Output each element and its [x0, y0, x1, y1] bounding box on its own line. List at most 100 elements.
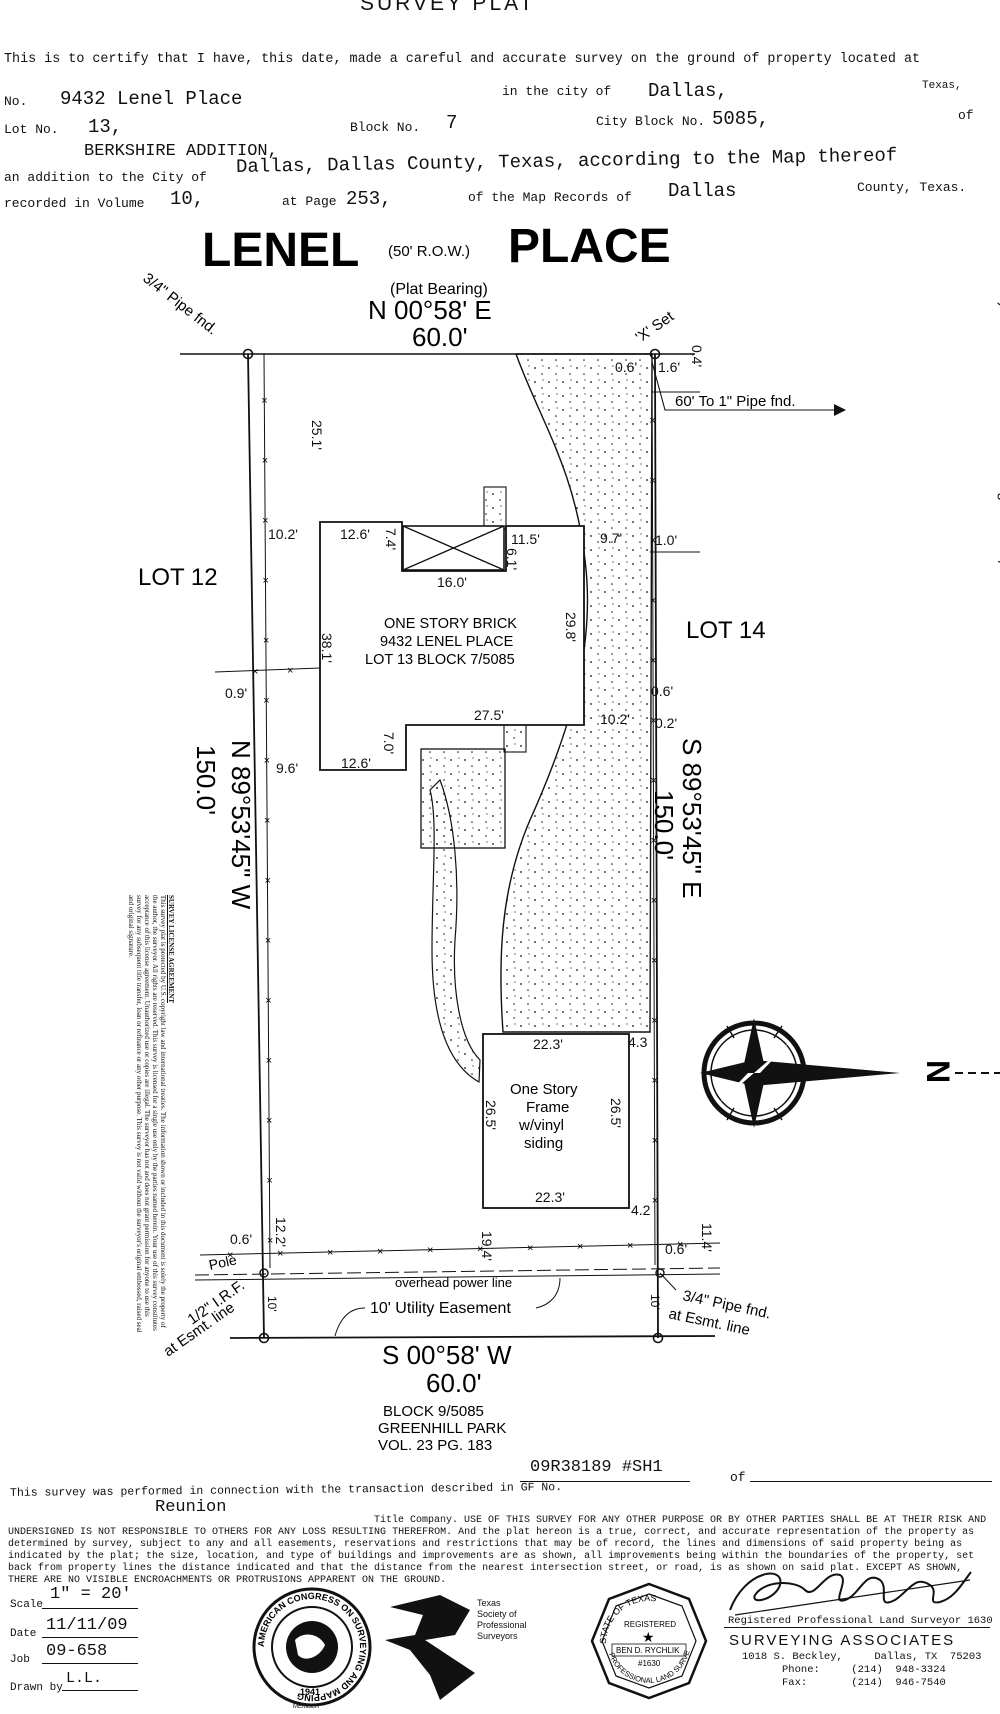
dim-9-6: 9.6' — [276, 760, 298, 776]
fence-x-mark: × — [651, 895, 657, 907]
fence-x-mark: × — [264, 815, 270, 827]
south-property-line — [229, 1335, 716, 1339]
east-property-line — [654, 353, 659, 1339]
dim-27-5: 27.5' — [474, 707, 504, 723]
fence-x-mark: × — [266, 1175, 272, 1187]
house-label-1: ONE STORY BRICK — [384, 616, 517, 632]
dimension-labels: 25.1' 10.2' 12.6' 7.4' 16.0' 6.1' 11.5' … — [225, 345, 715, 1312]
fence-x-mark: × — [263, 635, 269, 647]
fence-x-mark: × — [651, 955, 657, 967]
fence-x-mark: × — [377, 1246, 383, 1258]
disclaimer-text: Title Company. USE OF THIS SURVEY FOR AN… — [8, 1515, 987, 1586]
north-letter: N — [920, 1060, 956, 1083]
drawn-label: Drawn by — [10, 1682, 63, 1694]
garage-label-1: One Story — [510, 1081, 578, 1098]
block-value: 7 — [446, 112, 458, 134]
seal2-name: BEN D. RYCHLIK — [616, 1646, 680, 1655]
north-bearing: N 00°58' E — [368, 295, 492, 325]
pole-marker — [259, 1268, 269, 1278]
seal1-year: 1941 — [300, 1687, 320, 1697]
acsm-seal-icon: AMERICAN CONGRESS ON SURVEYING AND MAPPI… — [252, 1587, 372, 1707]
dim-11-4: 11.4' — [699, 1223, 715, 1252]
addition-line-label: an addition to the City of — [4, 170, 207, 185]
rear-steps — [503, 723, 527, 753]
seal2-number: #1630 — [638, 1659, 661, 1668]
surveyor-signature — [729, 1571, 972, 1616]
address-value: 9432 Lenel Place — [60, 88, 243, 110]
dim-25-1: 25.1' — [309, 420, 325, 450]
west-property-line — [247, 353, 265, 1339]
city-value: Dallas, — [648, 80, 728, 102]
south-distance: 60.0' — [426, 1368, 482, 1398]
dim-10-2-north: 10.2' — [268, 526, 298, 542]
garage-label-2: Frame — [526, 1099, 569, 1116]
dim-26-5-east: 26.5' — [608, 1098, 624, 1128]
scale-label: Scale — [10, 1599, 44, 1611]
fence-x-mark: × — [287, 665, 293, 677]
garage-outline — [482, 1033, 630, 1209]
lot-value: 13, — [88, 116, 123, 138]
dim-0-6-north: 0.6' — [615, 359, 637, 375]
of-underline — [750, 1481, 992, 1482]
tsps-logo-icon — [385, 1595, 475, 1700]
in-city-label: in the city of — [502, 84, 612, 99]
overhead-power-line — [194, 1267, 721, 1276]
fence-x-mark: × — [677, 1239, 683, 1251]
easement-label: 10' Utility Easement — [370, 1300, 511, 1317]
title-company-value: Reunion — [155, 1498, 227, 1517]
dim-26-5-west: 26.5' — [483, 1100, 499, 1130]
dim-0-2: 0.2' — [655, 715, 677, 731]
dim-22-3-south: 22.3' — [535, 1189, 565, 1205]
block-south-2: GREENHILL PARK — [378, 1420, 506, 1437]
dim-16-0: 16.0' — [437, 574, 467, 590]
tsps-line-2: Society of — [477, 1609, 517, 1619]
pipe-reference-label: 60' To 1" Pipe fnd. — [675, 393, 796, 410]
house-outline — [319, 521, 585, 771]
dim-4-2: 4.2 — [631, 1202, 651, 1218]
fence-x-marks: ××××××××××××××××××××××××××××××××××××××××… — [227, 395, 683, 1261]
x-set-label: 'X' Set — [633, 308, 678, 347]
gf-number: 09R38189 #SH1 — [530, 1458, 663, 1477]
dim-0-6-east: 0.6' — [651, 683, 673, 699]
fence-x-mark: × — [263, 695, 269, 707]
dim-19-4: 19.4' — [479, 1231, 495, 1261]
fence-x-mark: × — [651, 835, 657, 847]
fence-x-mark: × — [262, 515, 268, 527]
dim-0-4: 0.4' — [689, 345, 705, 367]
gf-underline — [520, 1481, 690, 1482]
fence-x-mark: × — [650, 775, 656, 787]
date-label: Date — [10, 1628, 37, 1640]
dim-11-5: 11.5' — [511, 531, 540, 547]
scale-value: 1" = 20' — [50, 1585, 132, 1604]
company-fax: Fax: (214) 946-7540 — [782, 1677, 946, 1689]
certification-text: This is to certify that I have, this dat… — [4, 52, 921, 67]
dim-12-2: 12.2' — [273, 1217, 289, 1247]
pole-label: Pole — [207, 1251, 238, 1273]
row-width: (50' R.O.W.) — [388, 243, 470, 260]
fence-x-mark: × — [266, 1055, 272, 1067]
drawn-value: L.L. — [66, 1670, 103, 1687]
plat-bearing-label: (Plat Bearing) — [390, 281, 488, 298]
patio — [420, 748, 506, 849]
lot-12-label: LOT 12 — [138, 564, 218, 591]
fence-x-mark: × — [477, 1244, 483, 1256]
dim-22-3-north: 22.3' — [533, 1036, 563, 1052]
fence-x-mark: × — [650, 535, 656, 547]
west-bearing: N 89°53'45" W — [226, 740, 256, 910]
west-distance: 150.0' — [191, 745, 221, 815]
fence-x-mark: × — [265, 995, 271, 1007]
fence-x-mark: × — [651, 1015, 657, 1027]
fence-x-mark: × — [266, 1115, 272, 1127]
of-label: of — [958, 108, 974, 123]
job-label: Job — [10, 1654, 30, 1666]
street-name-left: LENEL — [202, 224, 359, 277]
survey-license-agreement: SURVEY LICENSE AGREEMENT This survey pla… — [115, 895, 175, 1335]
flood-plain-note: Property not located in 100-year flood p… — [996, 290, 1000, 617]
city-block-label: City Block No. — [596, 114, 706, 129]
fence-x-mark: × — [650, 715, 656, 727]
county-suffix: County, Texas. — [857, 180, 967, 195]
street-name-right: PLACE — [508, 220, 671, 273]
dim-10-2-south: 10.2' — [600, 711, 630, 727]
fence-x-mark: × — [577, 1241, 583, 1253]
